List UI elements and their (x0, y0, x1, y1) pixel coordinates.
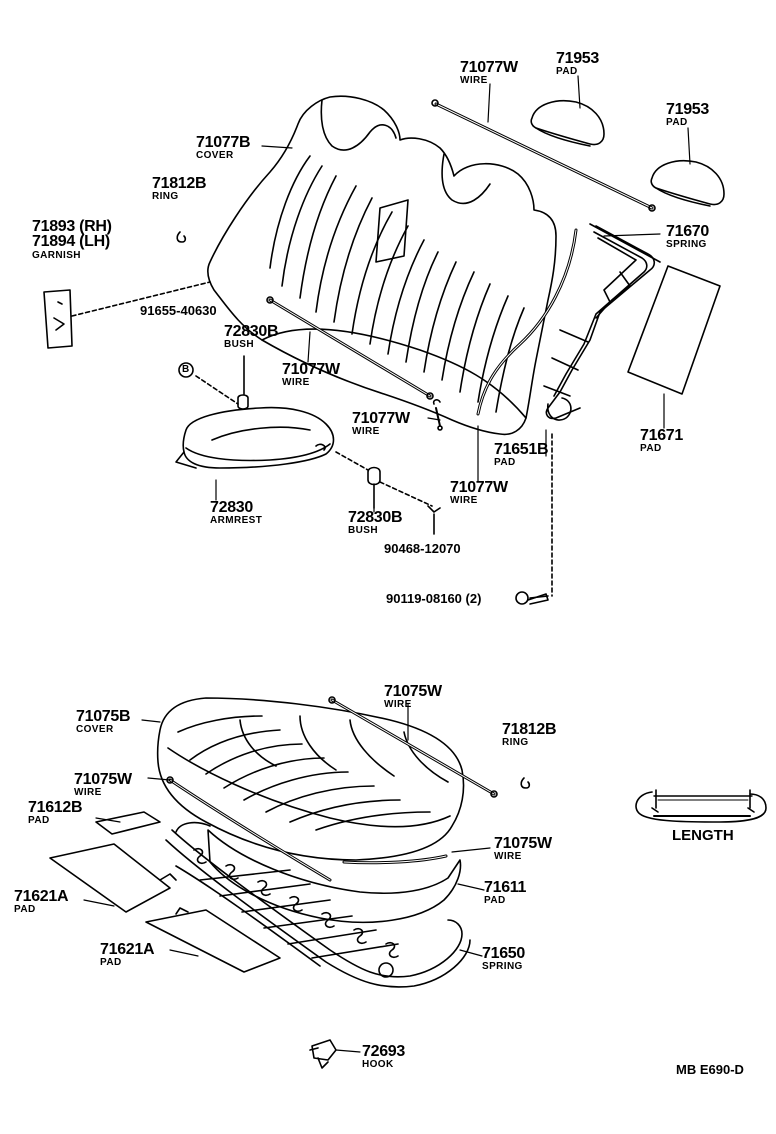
wire-71077w-small (432, 399, 443, 431)
leader-lines (83, 75, 691, 1053)
ring-71812b-top (176, 231, 187, 243)
label-garnish: GARNISH (32, 250, 81, 261)
label-71077w-d: 71077W (450, 479, 508, 496)
label-71650-name: SPRING (482, 961, 523, 972)
label-71075b: 71075B (76, 708, 131, 725)
label-72830b-b-name: BUSH (348, 525, 378, 536)
label-71893: 71893 (RH) (32, 218, 112, 235)
label-71077w-c-name: WIRE (352, 426, 380, 437)
pad-71953-b (650, 160, 725, 207)
label-71075w-right: 71075W (494, 835, 552, 852)
pad-71621a-b (145, 907, 281, 973)
label-71812b-bottom-name: RING (502, 737, 529, 748)
seat-back-cover (207, 95, 557, 436)
label-71077w-mid-name: WIRE (282, 377, 310, 388)
label-71077w-d-name: WIRE (450, 495, 478, 506)
label-72693-name: HOOK (362, 1059, 394, 1070)
label-71671: 71671 (640, 427, 683, 444)
label-71077b-name: COVER (196, 150, 234, 161)
wire-71075w-right (342, 854, 448, 865)
armrest-72830 (175, 406, 369, 471)
pad-71671 (627, 265, 721, 395)
label-71077w-top-name: WIRE (460, 75, 488, 86)
label-71611: 71611 (484, 879, 527, 896)
bolt-mark-b: B (182, 364, 190, 375)
spring-frame-71670 (543, 223, 661, 421)
ring-71812b-bottom (520, 777, 531, 789)
label-71075w-top: 71075W (384, 683, 442, 700)
label-71953-a: 71953 (556, 50, 599, 67)
label-71953-a-name: PAD (556, 66, 578, 77)
label-91655: 91655-40630 (140, 303, 217, 318)
label-72830b-a: 72830B (224, 323, 279, 340)
label-71612b: 71612B (28, 799, 83, 816)
label-71621a-b: 71621A (100, 941, 155, 958)
label-72830b-a-name: BUSH (224, 339, 254, 350)
label-90119: 90119-08160 (2) (386, 591, 482, 606)
label-71621a-a-name: PAD (14, 904, 36, 915)
label-length: LENGTH (672, 827, 734, 844)
bolt-91655 (178, 362, 239, 405)
label-71670: 71670 (666, 223, 709, 240)
bolt-90119 (515, 433, 553, 605)
label-90468: 90468-12070 (384, 541, 461, 556)
wire-71077w-top (431, 99, 656, 212)
label-71075w-right-name: WIRE (494, 851, 522, 862)
length-diagram (635, 789, 767, 823)
label-72830: 72830 (210, 499, 253, 516)
label-72830-name: ARMREST (210, 515, 263, 526)
hook-72693 (309, 1039, 337, 1069)
bush-72830b-a (237, 355, 249, 410)
label-71077w-top: 71077W (460, 59, 518, 76)
label-71671-name: PAD (640, 443, 662, 454)
label-71077b: 71077B (196, 134, 251, 151)
label-71612b-name: PAD (28, 815, 50, 826)
wire-71075w-left (166, 776, 332, 882)
label-71075w-left: 71075W (74, 771, 132, 788)
label-71075w-top-name: WIRE (384, 699, 412, 710)
drawing-code: MB E690-D (676, 1062, 744, 1077)
spring-71650 (165, 821, 471, 988)
pad-71621a-a (49, 843, 177, 913)
label-71894: 71894 (LH) (32, 233, 110, 250)
label-71812b-bottom: 71812B (502, 721, 557, 738)
label-71650: 71650 (482, 945, 525, 962)
label-71812b-top: 71812B (152, 175, 207, 192)
label-71075w-left-name: WIRE (74, 787, 102, 798)
label-71953-b-name: PAD (666, 117, 688, 128)
wire-71077w-curved (476, 228, 578, 416)
label-71077w-mid: 71077W (282, 361, 340, 378)
bush-72830b-b (367, 466, 433, 509)
label-71611-name: PAD (484, 895, 506, 906)
label-71621a-a: 71621A (14, 888, 69, 905)
garnish-71893 (43, 281, 211, 349)
pad-71611 (207, 829, 462, 924)
wire-71077w-mid (266, 296, 434, 400)
label-71077w-c: 71077W (352, 410, 410, 427)
wire-71075w-top (328, 696, 498, 798)
pad-71612b (95, 811, 161, 835)
pad-71953-a (530, 100, 605, 147)
label-71075b-name: COVER (76, 724, 114, 735)
seat-cushion-cover (156, 697, 465, 861)
label-71670-name: SPRING (666, 239, 707, 250)
label-71953-b: 71953 (666, 101, 709, 118)
screw-90468 (427, 505, 441, 535)
label-71812b-top-name: RING (152, 191, 179, 202)
label-71651b-name: PAD (494, 457, 516, 468)
label-71621a-b-name: PAD (100, 957, 122, 968)
label-72830b-b: 72830B (348, 509, 403, 526)
label-71651b: 71651B (494, 441, 549, 458)
label-72693: 72693 (362, 1043, 405, 1060)
